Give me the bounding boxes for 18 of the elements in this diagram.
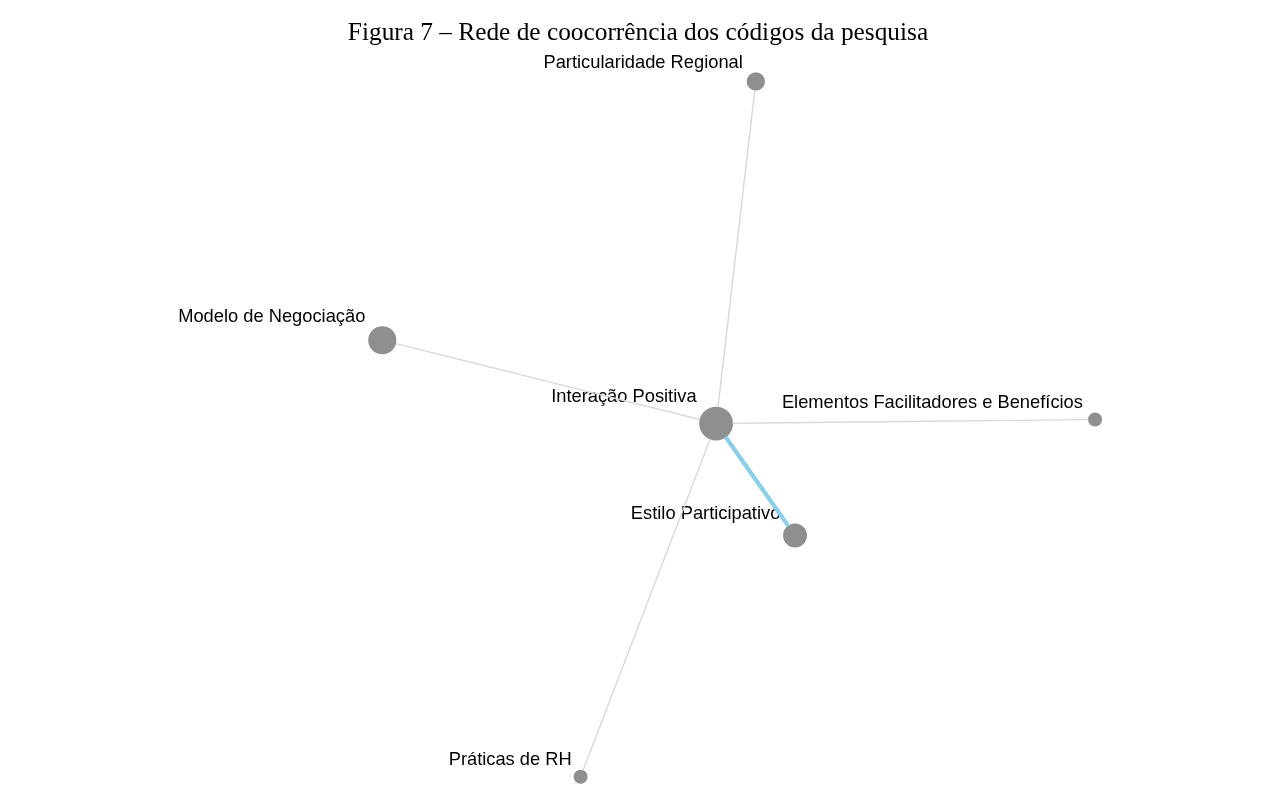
node-label: Estilo Participativo (630, 502, 780, 524)
node-circle (1087, 412, 1102, 427)
node-label: Interação Positiva (550, 385, 697, 407)
connector (394, 342, 701, 421)
node-circle (573, 769, 588, 784)
connector (716, 89, 755, 408)
node-circle (746, 72, 765, 91)
diagram-title: Figura 7 – Rede de coocorrência dos códigos da pesquisa (347, 16, 928, 45)
node-circle (782, 523, 807, 548)
node-circle (698, 406, 733, 441)
connector (581, 438, 711, 772)
connector (731, 418, 1089, 425)
node-circle (367, 326, 396, 355)
node-label: Elementos Facilitadores e Benefícios (781, 391, 1083, 413)
connector (723, 435, 790, 528)
node-label: Particularidade Regional (543, 50, 743, 72)
node-label: Práticas de RH (448, 748, 572, 770)
node-label: Modelo de Negociação (177, 304, 365, 326)
